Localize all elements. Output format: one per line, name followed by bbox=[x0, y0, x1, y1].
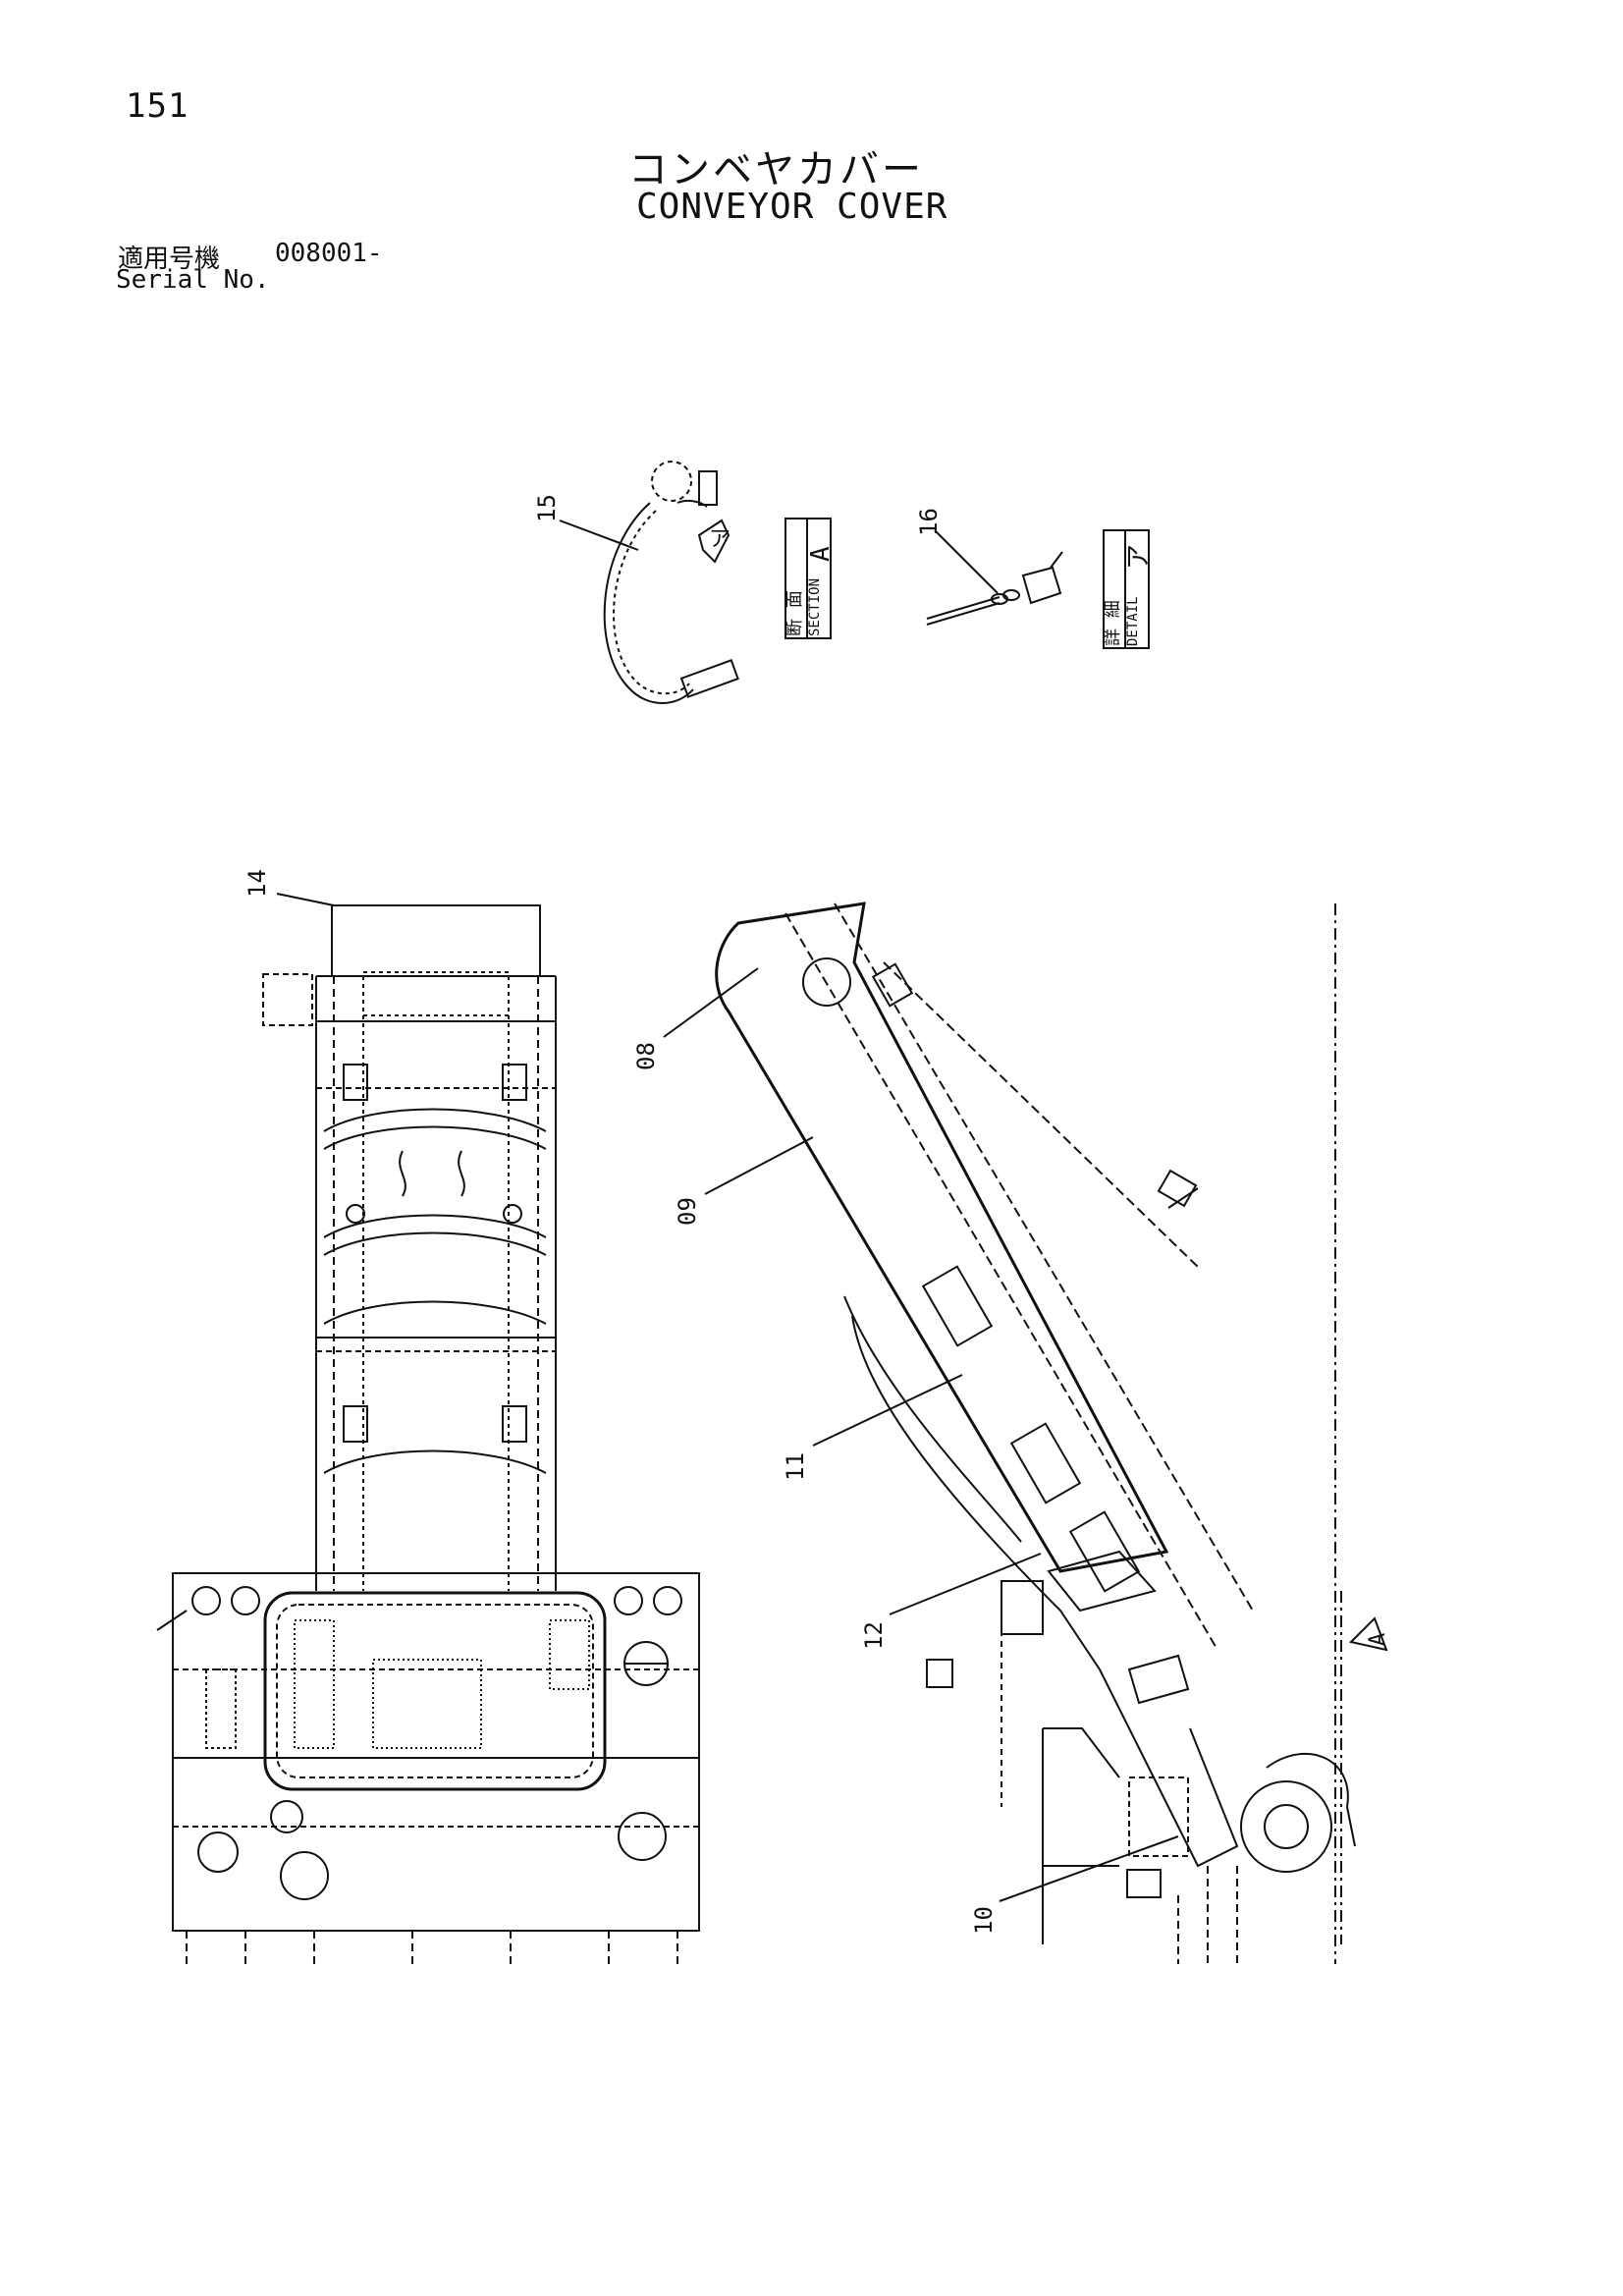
section-box-jp: 断 面 bbox=[784, 590, 805, 636]
section-a-detail: ア bbox=[603, 461, 739, 704]
section-box-letter: A bbox=[806, 546, 836, 562]
callout-15: 15 bbox=[533, 494, 561, 522]
callout-labels: 15 16 14 08 09 11 12 10 bbox=[243, 494, 998, 1935]
callout-12: 12 bbox=[860, 1621, 888, 1650]
page-title-jp: コンベヤカバー bbox=[628, 147, 924, 192]
page-title-en: CONVEYOR COVER bbox=[636, 187, 948, 227]
side-view bbox=[715, 902, 1388, 1964]
detail-a-box bbox=[1103, 529, 1150, 649]
detail-box-letter: ア bbox=[1124, 544, 1154, 570]
callout-08: 08 bbox=[632, 1042, 660, 1070]
detail-detail bbox=[926, 551, 1063, 626]
detail-box-en: DETAIL bbox=[1125, 596, 1141, 646]
section-a-box bbox=[784, 518, 832, 639]
callout-14: 14 bbox=[243, 869, 271, 898]
plan-view bbox=[156, 904, 700, 1964]
detail-a-pointer-label: ア bbox=[709, 527, 730, 552]
detail-box-jp: 詳 細 bbox=[1103, 600, 1123, 646]
callout-11: 11 bbox=[782, 1452, 809, 1481]
callout-10: 10 bbox=[970, 1906, 998, 1935]
page-number: 151 bbox=[126, 86, 189, 126]
callout-09: 09 bbox=[674, 1197, 701, 1226]
view-marker-a: A bbox=[1366, 1633, 1390, 1646]
box-labels: 断 面 SECTION A 詳 細 DETAIL ア A bbox=[784, 544, 1390, 1646]
section-box-en: SECTION bbox=[807, 578, 823, 636]
serial-value: 008001- bbox=[275, 239, 383, 268]
serial-label-en: Serial No. bbox=[116, 265, 270, 295]
serial-label-jp: 適用号機 bbox=[118, 245, 221, 274]
callout-16: 16 bbox=[915, 508, 943, 536]
